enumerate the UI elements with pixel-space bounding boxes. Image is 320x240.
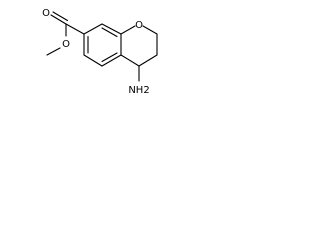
bond-aromatic-inner [101,27,118,38]
molecule-diagram: O O O NH2 [0,0,178,129]
bond-aromatic [83,23,103,35]
bond-aromatic [101,54,122,67]
ester-oxygen-label: O [62,39,70,50]
bond-ring [120,54,140,67]
bond-ring [138,54,158,67]
bond-aromatic-inner [101,52,118,63]
bond-aromatic [83,54,103,67]
amine-label: NH2 [128,85,149,96]
bond-carbonyl-double [52,11,69,22]
bond-o-methyl [46,47,61,56]
bond-ring-o [120,25,136,35]
bond-ring-o [142,25,158,35]
bond-ring-carbonyl [65,23,85,35]
carbonyl-oxygen-label: O [42,8,50,19]
structure-drawing: O O O NH2 [42,8,158,96]
bond-aromatic [101,23,122,35]
ring-oxygen-label: O [135,20,143,31]
bond-carbonyl-double [50,14,67,25]
